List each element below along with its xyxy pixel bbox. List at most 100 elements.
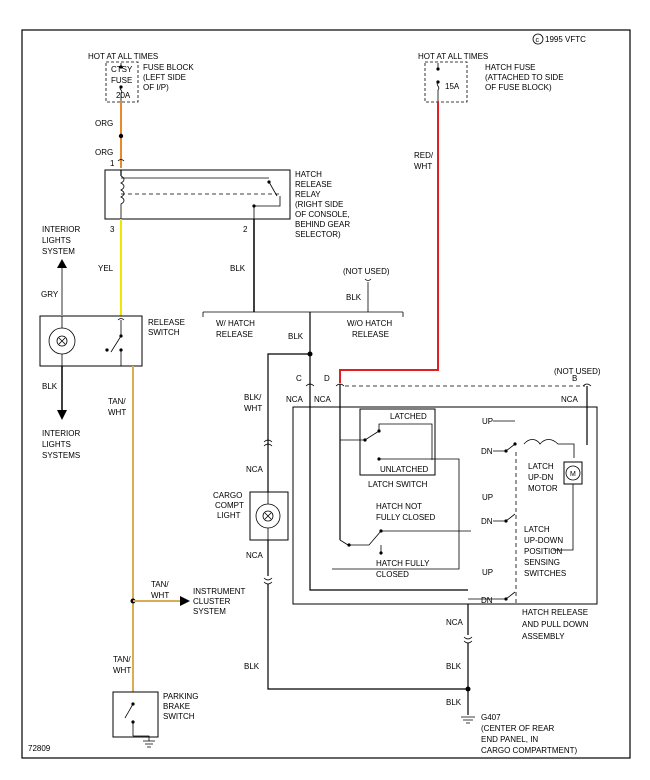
svg-text:SYSTEM: SYSTEM <box>193 607 226 616</box>
svg-text:DN: DN <box>481 517 493 526</box>
release-switch: RELEASE SWITCH <box>39 315 185 367</box>
interior-lights-top: INTERIOR LIGHTS SYSTEM GRY <box>41 225 80 316</box>
svg-text:W/ HATCH: W/ HATCH <box>216 319 255 328</box>
svg-text:DN: DN <box>481 596 493 605</box>
svg-text:NCA: NCA <box>446 618 464 627</box>
svg-text:LIGHTS: LIGHTS <box>42 440 71 449</box>
svg-text:LATCH: LATCH <box>528 462 554 471</box>
svg-text:SWITCH: SWITCH <box>148 328 180 337</box>
svg-text:RELEASE: RELEASE <box>216 330 253 339</box>
svg-text:BLK: BLK <box>42 382 58 391</box>
svg-text:RELEASE: RELEASE <box>352 330 389 339</box>
svg-text:(NOT USED): (NOT USED) <box>554 367 601 376</box>
svg-text:BLK: BLK <box>244 662 260 671</box>
svg-text:G407: G407 <box>481 713 501 722</box>
svg-text:DN: DN <box>481 447 493 456</box>
svg-text:UP: UP <box>482 568 493 577</box>
svg-text:LATCH SWITCH: LATCH SWITCH <box>368 480 428 489</box>
svg-text:UNLATCHED: UNLATCHED <box>380 465 429 474</box>
svg-text:FUSE BLOCK: FUSE BLOCK <box>143 63 194 72</box>
svg-text:BLK: BLK <box>230 264 246 273</box>
svg-text:INTERIOR: INTERIOR <box>42 429 80 438</box>
blk-relay-wire: BLK <box>230 219 255 312</box>
svg-text:D: D <box>324 374 330 383</box>
svg-text:MOTOR: MOTOR <box>528 484 558 493</box>
svg-text:RELAY: RELAY <box>295 190 321 199</box>
svg-text:LIGHT: LIGHT <box>217 511 241 520</box>
svg-text:CARGO COMPARTMENT): CARGO COMPARTMENT) <box>481 746 577 755</box>
hatch-release-relay: 1 3 2 HATCH RELEASE RELAY (RIGHT SIDE OF… <box>104 159 350 239</box>
svg-text:AND PULL DOWN: AND PULL DOWN <box>522 620 589 629</box>
svg-text:WHT: WHT <box>151 591 169 600</box>
svg-text:SWITCHES: SWITCHES <box>524 569 566 578</box>
svg-text:BEHIND GEAR: BEHIND GEAR <box>295 220 350 229</box>
svg-text:ORG: ORG <box>95 119 113 128</box>
svg-text:HATCH FULLY: HATCH FULLY <box>376 559 430 568</box>
connector-cdb: C D B NCA NCA NCA (NOT USED) <box>267 344 601 450</box>
svg-text:2: 2 <box>243 225 248 234</box>
svg-text:HATCH FUSE: HATCH FUSE <box>485 63 536 72</box>
tan-wht-wire: TAN/ WHT TAN/ WHT INSTRUMENT CLUSTER SYS… <box>108 366 246 692</box>
svg-text:FUSE: FUSE <box>111 76 132 85</box>
svg-text:OF I/P): OF I/P) <box>143 83 169 92</box>
parking-brake-switch: PARKING BRAKE SWITCH <box>112 691 198 748</box>
svg-text:POSITION: POSITION <box>524 547 562 556</box>
svg-text:SENSING: SENSING <box>524 558 560 567</box>
red-wht-wire: RED/ WHT <box>339 102 439 383</box>
svg-text:SWITCH: SWITCH <box>163 712 195 721</box>
svg-text:WHT: WHT <box>244 404 262 413</box>
svg-text:SYSTEM: SYSTEM <box>42 247 75 256</box>
svg-text:NCA: NCA <box>286 395 304 404</box>
svg-text:1: 1 <box>110 159 115 168</box>
svg-text:NCA: NCA <box>314 395 332 404</box>
svg-text:WHT: WHT <box>113 666 131 675</box>
svg-text:ORG: ORG <box>95 148 113 157</box>
svg-text:BLK: BLK <box>288 332 304 341</box>
svg-text:BLK: BLK <box>346 293 362 302</box>
hatch-option-split: W/ HATCH RELEASE W/O HATCH RELEASE BLK (… <box>202 267 404 344</box>
svg-text:LIGHTS: LIGHTS <box>42 236 71 245</box>
svg-text:SYSTEMS: SYSTEMS <box>42 451 80 460</box>
svg-text:CLUSTER: CLUSTER <box>193 597 231 606</box>
svg-text:UP: UP <box>482 417 493 426</box>
svg-text:UP: UP <box>482 493 493 502</box>
cargo-compartment-light: BLK/ WHT NCA CARGO COMPT LIGHT NCA BLK <box>213 393 468 690</box>
svg-text:W/O HATCH: W/O HATCH <box>347 319 392 328</box>
svg-text:YEL: YEL <box>98 264 114 273</box>
svg-text:UP-DOWN: UP-DOWN <box>524 536 563 545</box>
copyright-mark: c 1995 VFTC <box>532 33 586 45</box>
svg-text:OF CONSOLE,: OF CONSOLE, <box>295 210 350 219</box>
svg-text:(LEFT SIDE: (LEFT SIDE <box>143 73 186 82</box>
svg-text:BLK: BLK <box>446 698 462 707</box>
svg-text:(ATTACHED TO SIDE: (ATTACHED TO SIDE <box>485 73 564 82</box>
svg-text:M: M <box>570 471 576 478</box>
copyright-text: 1995 VFTC <box>545 35 586 44</box>
svg-text:ASSEMBLY: ASSEMBLY <box>522 632 565 641</box>
svg-text:UP-DN: UP-DN <box>528 473 554 482</box>
svg-text:INTERIOR: INTERIOR <box>42 225 80 234</box>
svg-text:END PANEL, IN: END PANEL, IN <box>481 735 538 744</box>
svg-text:GRY: GRY <box>41 290 59 299</box>
svg-text:CARGO: CARGO <box>213 491 242 500</box>
svg-text:TAN/: TAN/ <box>113 655 131 664</box>
svg-text:RELEASE: RELEASE <box>295 180 332 189</box>
svg-text:(NOT USED): (NOT USED) <box>343 267 390 276</box>
svg-text:NCA: NCA <box>246 551 264 560</box>
svg-text:HATCH: HATCH <box>295 170 322 179</box>
svg-text:COMPT: COMPT <box>215 501 244 510</box>
interior-lights-bottom: BLK INTERIOR LIGHTS SYSTEMS <box>42 366 80 460</box>
svg-text:HOT AT ALL TIMES: HOT AT ALL TIMES <box>418 52 488 61</box>
svg-text:FULLY CLOSED: FULLY CLOSED <box>376 513 436 522</box>
svg-text:CLOSED: CLOSED <box>376 570 409 579</box>
fuse-block-header: HOT AT ALL TIMES <box>88 52 158 61</box>
svg-text:3: 3 <box>110 225 115 234</box>
svg-text:WHT: WHT <box>108 408 126 417</box>
svg-text:BLK/: BLK/ <box>244 393 262 402</box>
svg-text:B: B <box>572 374 577 383</box>
svg-text:TAN/: TAN/ <box>108 397 126 406</box>
svg-text:HATCH RELEASE: HATCH RELEASE <box>522 608 588 617</box>
hatch-fuse: HOT AT ALL TIMES 15A HATCH FUSE (ATTACHE… <box>418 52 564 103</box>
svg-text:INSTRUMENT: INSTRUMENT <box>193 587 246 596</box>
svg-text:20A: 20A <box>116 91 131 100</box>
